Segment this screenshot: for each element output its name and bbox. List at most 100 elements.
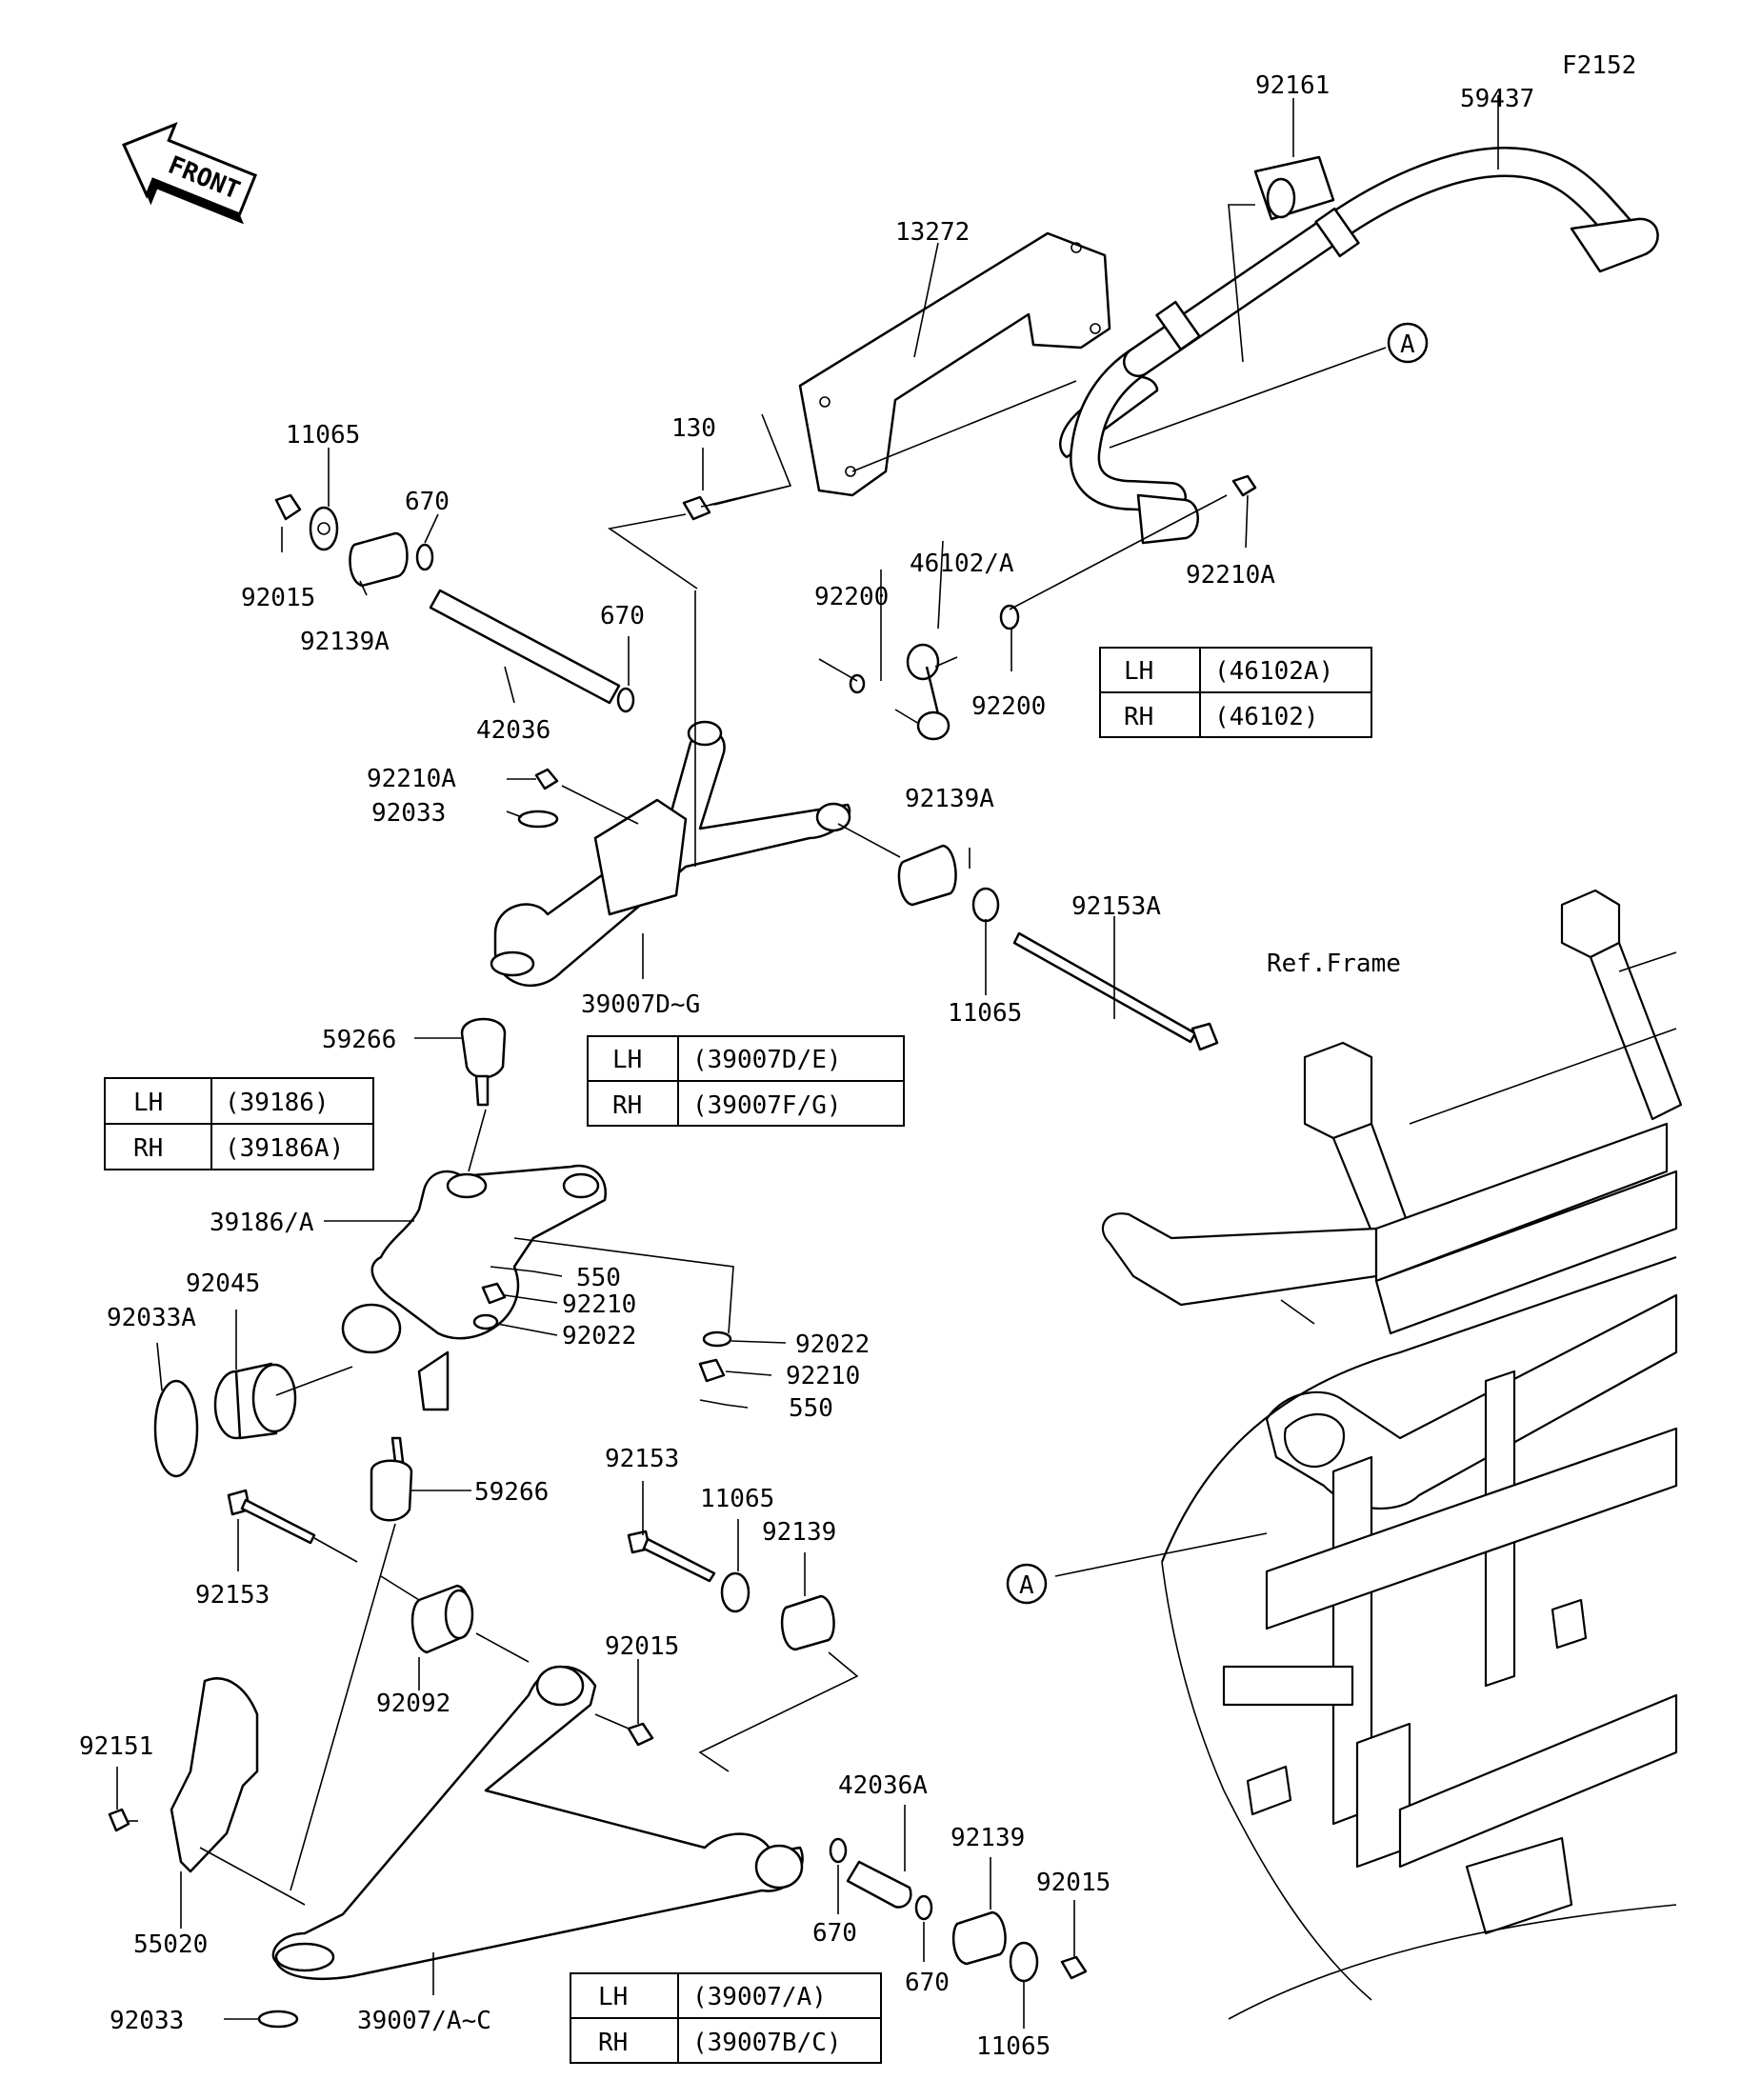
label-46102A: 46102/A (910, 550, 1014, 578)
label-670-top: 670 (405, 488, 450, 516)
table-39007Ac-row2-part: (39007B/C) (692, 2029, 842, 2057)
reference-frame (1101, 889, 1683, 2020)
label-550-a: 550 (576, 1264, 621, 1292)
label-92139A-top: 92139A (300, 628, 390, 656)
callout-a-bottom (1006, 1563, 1048, 1605)
label-130: 130 (671, 414, 716, 443)
label-42036A: 42036A (838, 1771, 928, 1800)
label-92153-center: 92153 (605, 1445, 679, 1473)
bushing-92139-bottom (951, 1910, 1007, 1966)
label-670-b1: 670 (812, 1919, 857, 1948)
label-92045: 92045 (186, 1270, 260, 1298)
o-ring-670-b1 (829, 1837, 848, 1864)
label-42036: 42036 (476, 716, 550, 745)
leader-lines (116, 95, 1499, 2029)
label-92015-bottom: 92015 (1036, 1869, 1111, 1897)
nut-92015-bottom (1060, 1955, 1088, 1980)
label-39007Ac: 39007/A~C (357, 2007, 491, 2035)
label-92200-right: 92200 (971, 692, 1046, 721)
bushing-92161 (1253, 155, 1335, 221)
table-39007DG: LH (39007D/E) RH (39007F/G) (587, 1035, 905, 1127)
bushing-92092 (410, 1584, 474, 1654)
knuckle-39186 (341, 1164, 608, 1411)
label-92033-top: 92033 (371, 799, 446, 828)
bolt-130 (682, 495, 723, 521)
label-92015-center: 92015 (605, 1632, 679, 1661)
label-92210A-right: 92210A (1186, 561, 1275, 590)
label-55020: 55020 (133, 1930, 208, 1959)
table-39186-row2-part: (39186A) (225, 1134, 344, 1163)
label-39007DG: 39007D~G (581, 990, 700, 1019)
label-92022-b: 92022 (795, 1330, 870, 1359)
o-ring-670-top (415, 543, 434, 571)
callout-a-top (1387, 322, 1429, 364)
label-39186A: 39186/A (210, 1209, 314, 1237)
bushing-92139A-mid (897, 844, 957, 907)
label-92210-b: 92210 (786, 1362, 860, 1390)
label-11065-bottom: 11065 (976, 2032, 1051, 2061)
label-92200-left: 92200 (814, 583, 889, 611)
label-92210A-left: 92210A (367, 765, 456, 793)
label-92015-top: 92015 (241, 584, 315, 612)
label-11065-top: 11065 (286, 421, 360, 450)
nut-92015-top (274, 493, 302, 521)
o-ring-670-b2 (914, 1894, 933, 1921)
nut-92210A-right (1231, 474, 1257, 497)
label-59266-bottom: 59266 (474, 1478, 549, 1507)
label-11065-mid: 11065 (948, 999, 1022, 1028)
diagram-code: F2152 (1562, 51, 1636, 80)
cotter-pin-550-a (490, 1266, 534, 1272)
table-39186-row1-part: (39186) (225, 1089, 330, 1117)
table-39007Ac-row1-side: LH (598, 1983, 628, 2011)
ref-frame-label: Ref.Frame (1267, 950, 1401, 978)
table-39186: LH (39186) RH (39186A) (104, 1077, 374, 1170)
table-46102-row2-part: (46102) (1214, 703, 1319, 731)
nut-92015-center (627, 1722, 654, 1747)
washer-11065-mid (971, 887, 1000, 923)
label-92139-center: 92139 (762, 1518, 836, 1547)
table-46102-row1-side: LH (1124, 657, 1153, 686)
table-39007DG-row2-part: (39007F/G) (692, 1091, 842, 1120)
callout-a-top-letter: A (1400, 330, 1415, 359)
washer-92200-right (999, 604, 1020, 630)
table-39007DG-row1-part: (39007D/E) (692, 1046, 842, 1074)
washer-11065-bottom (1009, 1941, 1039, 1983)
bushing-92139A-top (349, 531, 409, 588)
table-39007Ac-row1-part: (39007/A) (692, 1983, 827, 2011)
nut-92210-a (481, 1282, 507, 1305)
stabilizer-link-46102 (894, 643, 958, 741)
washer-92022-a (472, 1313, 499, 1330)
washer-11065-top (309, 506, 339, 551)
label-92092: 92092 (376, 1690, 450, 1718)
cotter-pin-550-b (699, 1399, 727, 1406)
label-11065-center: 11065 (700, 1485, 774, 1513)
upper-a-arm (490, 720, 851, 988)
circlip-92033-bottom (257, 2010, 299, 2029)
label-92153A: 92153A (1071, 892, 1161, 921)
nut-92210-b (698, 1358, 726, 1383)
table-39007Ac: LH (39007/A) RH (39007B/C) (570, 1972, 882, 2064)
table-39186-row2-side: RH (133, 1134, 163, 1163)
circlip-92033-top (517, 810, 559, 829)
snap-ring-92033A (153, 1379, 199, 1478)
label-92161: 92161 (1255, 71, 1330, 100)
o-ring-670-mid (616, 687, 635, 713)
front-arrow-icon: FRONT (121, 122, 258, 225)
label-59437: 59437 (1460, 85, 1534, 113)
label-92139A-mid: 92139A (905, 785, 994, 813)
label-670-mid: 670 (600, 602, 645, 630)
label-92022-a: 92022 (562, 1322, 636, 1350)
label-59266-top: 59266 (322, 1026, 396, 1054)
label-92210-a: 92210 (562, 1290, 636, 1319)
table-39007Ac-row2-side: RH (598, 2029, 628, 2057)
stabilizer-bar (1059, 146, 1659, 545)
callout-a-bottom-letter: A (1019, 1571, 1034, 1600)
table-39007DG-row2-side: RH (612, 1091, 642, 1120)
washer-92022-b (702, 1330, 732, 1348)
table-46102-row2-side: RH (1124, 703, 1153, 731)
label-92153-left: 92153 (195, 1581, 270, 1610)
label-13272: 13272 (895, 218, 970, 247)
ball-joint-59266-bottom (370, 1436, 413, 1522)
bolt-92151 (108, 1808, 130, 1832)
